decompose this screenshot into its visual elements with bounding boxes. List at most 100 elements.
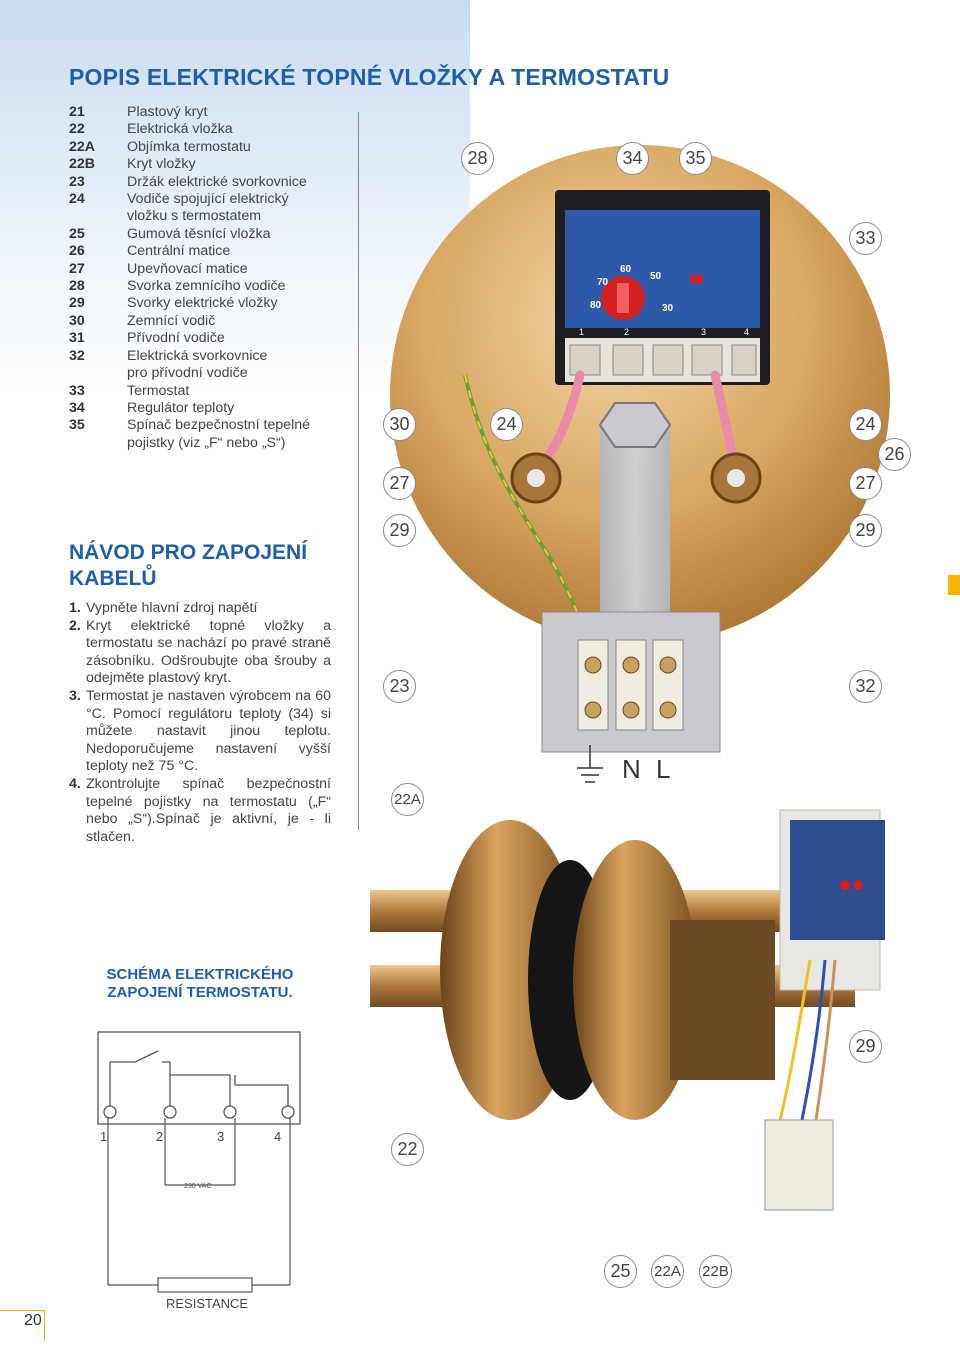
part-number: 22A [69, 138, 96, 155]
part-number: 33 [69, 382, 85, 399]
callout-33: 33 [849, 222, 882, 255]
instruction-step: 2. Kryt elektrické topné vložky a termost… [69, 618, 331, 688]
step-number: 1. [69, 600, 81, 616]
navod-title-line2: KABELŮ [69, 567, 157, 590]
thermostat-terminal-label: 3 [701, 327, 706, 337]
thermostat-mount [670, 920, 775, 1080]
callout-22a-bottom: 22A [651, 1255, 684, 1288]
terminal-label-4: 4 [274, 1129, 281, 1144]
callout-26: 26 [878, 438, 911, 471]
instruction-step: 1. Vypněte hlavní zdroj napětí [69, 600, 331, 618]
terminal-label-1: 1 [100, 1129, 107, 1144]
page-title: POPIS ELEKTRICKÉ TOPNÉ VLOŽKY A TERMOSTA… [69, 64, 670, 90]
part-description: Plastový kryt [127, 104, 369, 121]
thermostat-terminal-label: 2 [624, 327, 629, 337]
part-description: Centrální matice [127, 243, 369, 260]
part-number: 27 [69, 260, 85, 277]
part-description-line: Svorka zemnícího vodiče [127, 278, 286, 295]
part-item: 25 Gumová těsnící vložka [69, 226, 369, 243]
part-description: Regulátor teploty [127, 400, 369, 417]
thermostat-terminal-label: 1 [579, 327, 584, 337]
part-item: 21 Plastový kryt [69, 104, 369, 121]
part-description: Přívodní vodiče [127, 330, 369, 347]
part-description-line: Objímka termostatu [127, 138, 251, 155]
step-number: 3. [69, 687, 81, 704]
part-description-line: Zemnící vodič [127, 312, 216, 329]
part-description-line: Svorky elektrické vložky [127, 295, 278, 312]
part-number: 21 [69, 104, 85, 120]
callout-24-right: 24 [849, 408, 882, 441]
callout-24-left: 24 [490, 408, 523, 441]
page-number: 20 [24, 1312, 42, 1329]
dial-label: 70 [597, 277, 609, 288]
part-number: 26 [69, 243, 85, 260]
part-number: 28 [69, 278, 85, 295]
instruction-step: 4.Zkontrolujte spínač bezpečnostní tepel… [69, 776, 331, 846]
dial-label: 80 [590, 300, 602, 311]
part-item: 28 Svorka zemnícího vodiče [69, 278, 369, 295]
part-description-line: Gumová těsnící vložka [127, 225, 271, 242]
ground-symbol [577, 745, 603, 783]
instruction-steps: 1. Vypněte hlavní zdroj napětí 2. Kryt elek… [69, 600, 331, 846]
step-number: 2. [69, 617, 81, 634]
part-number: 22 [69, 121, 85, 138]
callout-22: 22 [391, 1133, 424, 1166]
callout-29-left: 29 [383, 514, 416, 547]
callout-28: 28 [461, 142, 494, 175]
part-description: Objímka termostatu [127, 139, 369, 156]
callout-22a: 22A [391, 783, 424, 816]
part-description-line: Regulátor teploty [127, 399, 235, 416]
part-description-line: Elektrická svorkovnice [127, 347, 268, 364]
terminal-block [577, 639, 684, 731]
step-text: Kryt elektrické topné vložky a termostat… [86, 617, 331, 687]
step-text: Zkontrolujte spínač bezpečnostní tepelné… [86, 775, 331, 845]
header-gradient [0, 0, 470, 560]
part-description-line: Spínač bezpečnostní tepelné [127, 417, 310, 434]
schematic-frame [97, 1031, 301, 1125]
step-text: Vypněte hlavní zdroj napětí [86, 600, 258, 616]
safety-switch [690, 275, 703, 283]
part-description: Zemnící vodič [127, 313, 369, 330]
flange-rim-2 [573, 840, 697, 1120]
part-item: 22 Elektrická vložka [69, 121, 369, 138]
terminal-label-3: 3 [217, 1129, 224, 1144]
dial-label: 60 [620, 264, 632, 275]
schema-title: SCHÉMA ELEKTRICKÉHO ZAPOJENÍ TERMOSTATU. [70, 966, 330, 1002]
part-number: 22B [69, 156, 96, 173]
part-item: 22B Kryt vložky [69, 156, 369, 173]
part-description-line: Plastový kryt [127, 104, 208, 120]
part-description-line: Elektrická vložka [127, 121, 233, 138]
schema-title-line1: SCHÉMA ELEKTRICKÉHO [106, 966, 294, 983]
callout-27-left: 27 [383, 467, 416, 500]
terminal-block-side [764, 1119, 834, 1211]
thermostat-terminal-label: 4 [744, 327, 749, 337]
part-description-line: pro přívodní vodiče [127, 365, 248, 382]
part-number: 29 [69, 295, 85, 312]
part-description-line: Centrální matice [127, 243, 231, 260]
part-description-line: Upevňovací matice [127, 260, 248, 277]
instruction-step: 3.Termostat je nastaven výrobcem na 60 °… [69, 688, 331, 776]
callout-22b: 22B [699, 1255, 732, 1288]
part-description-line: Kryt vložky [127, 156, 196, 173]
live-label: L [656, 754, 671, 784]
callout-32: 32 [849, 670, 882, 703]
part-description-line: Přívodní vodiče [127, 330, 225, 347]
dial-label: 50 [650, 271, 662, 282]
part-number: 25 [69, 225, 85, 242]
part-description: Držák elektrické svorkovnice [127, 174, 369, 191]
schema-title-line2: ZAPOJENÍ TERMOSTATU. [107, 984, 293, 1001]
callout-34: 34 [616, 142, 649, 175]
section-title-navod: NÁVOD PRO ZAPOJENÍ KABELŮ [69, 540, 307, 592]
switch-contact [134, 1050, 159, 1063]
parts-list: 21 Plastový kryt 22 Elektrická vložka 22A Obj… [69, 104, 369, 452]
callout-27-right: 27 [849, 467, 882, 500]
resistance-symbol [157, 1277, 253, 1293]
